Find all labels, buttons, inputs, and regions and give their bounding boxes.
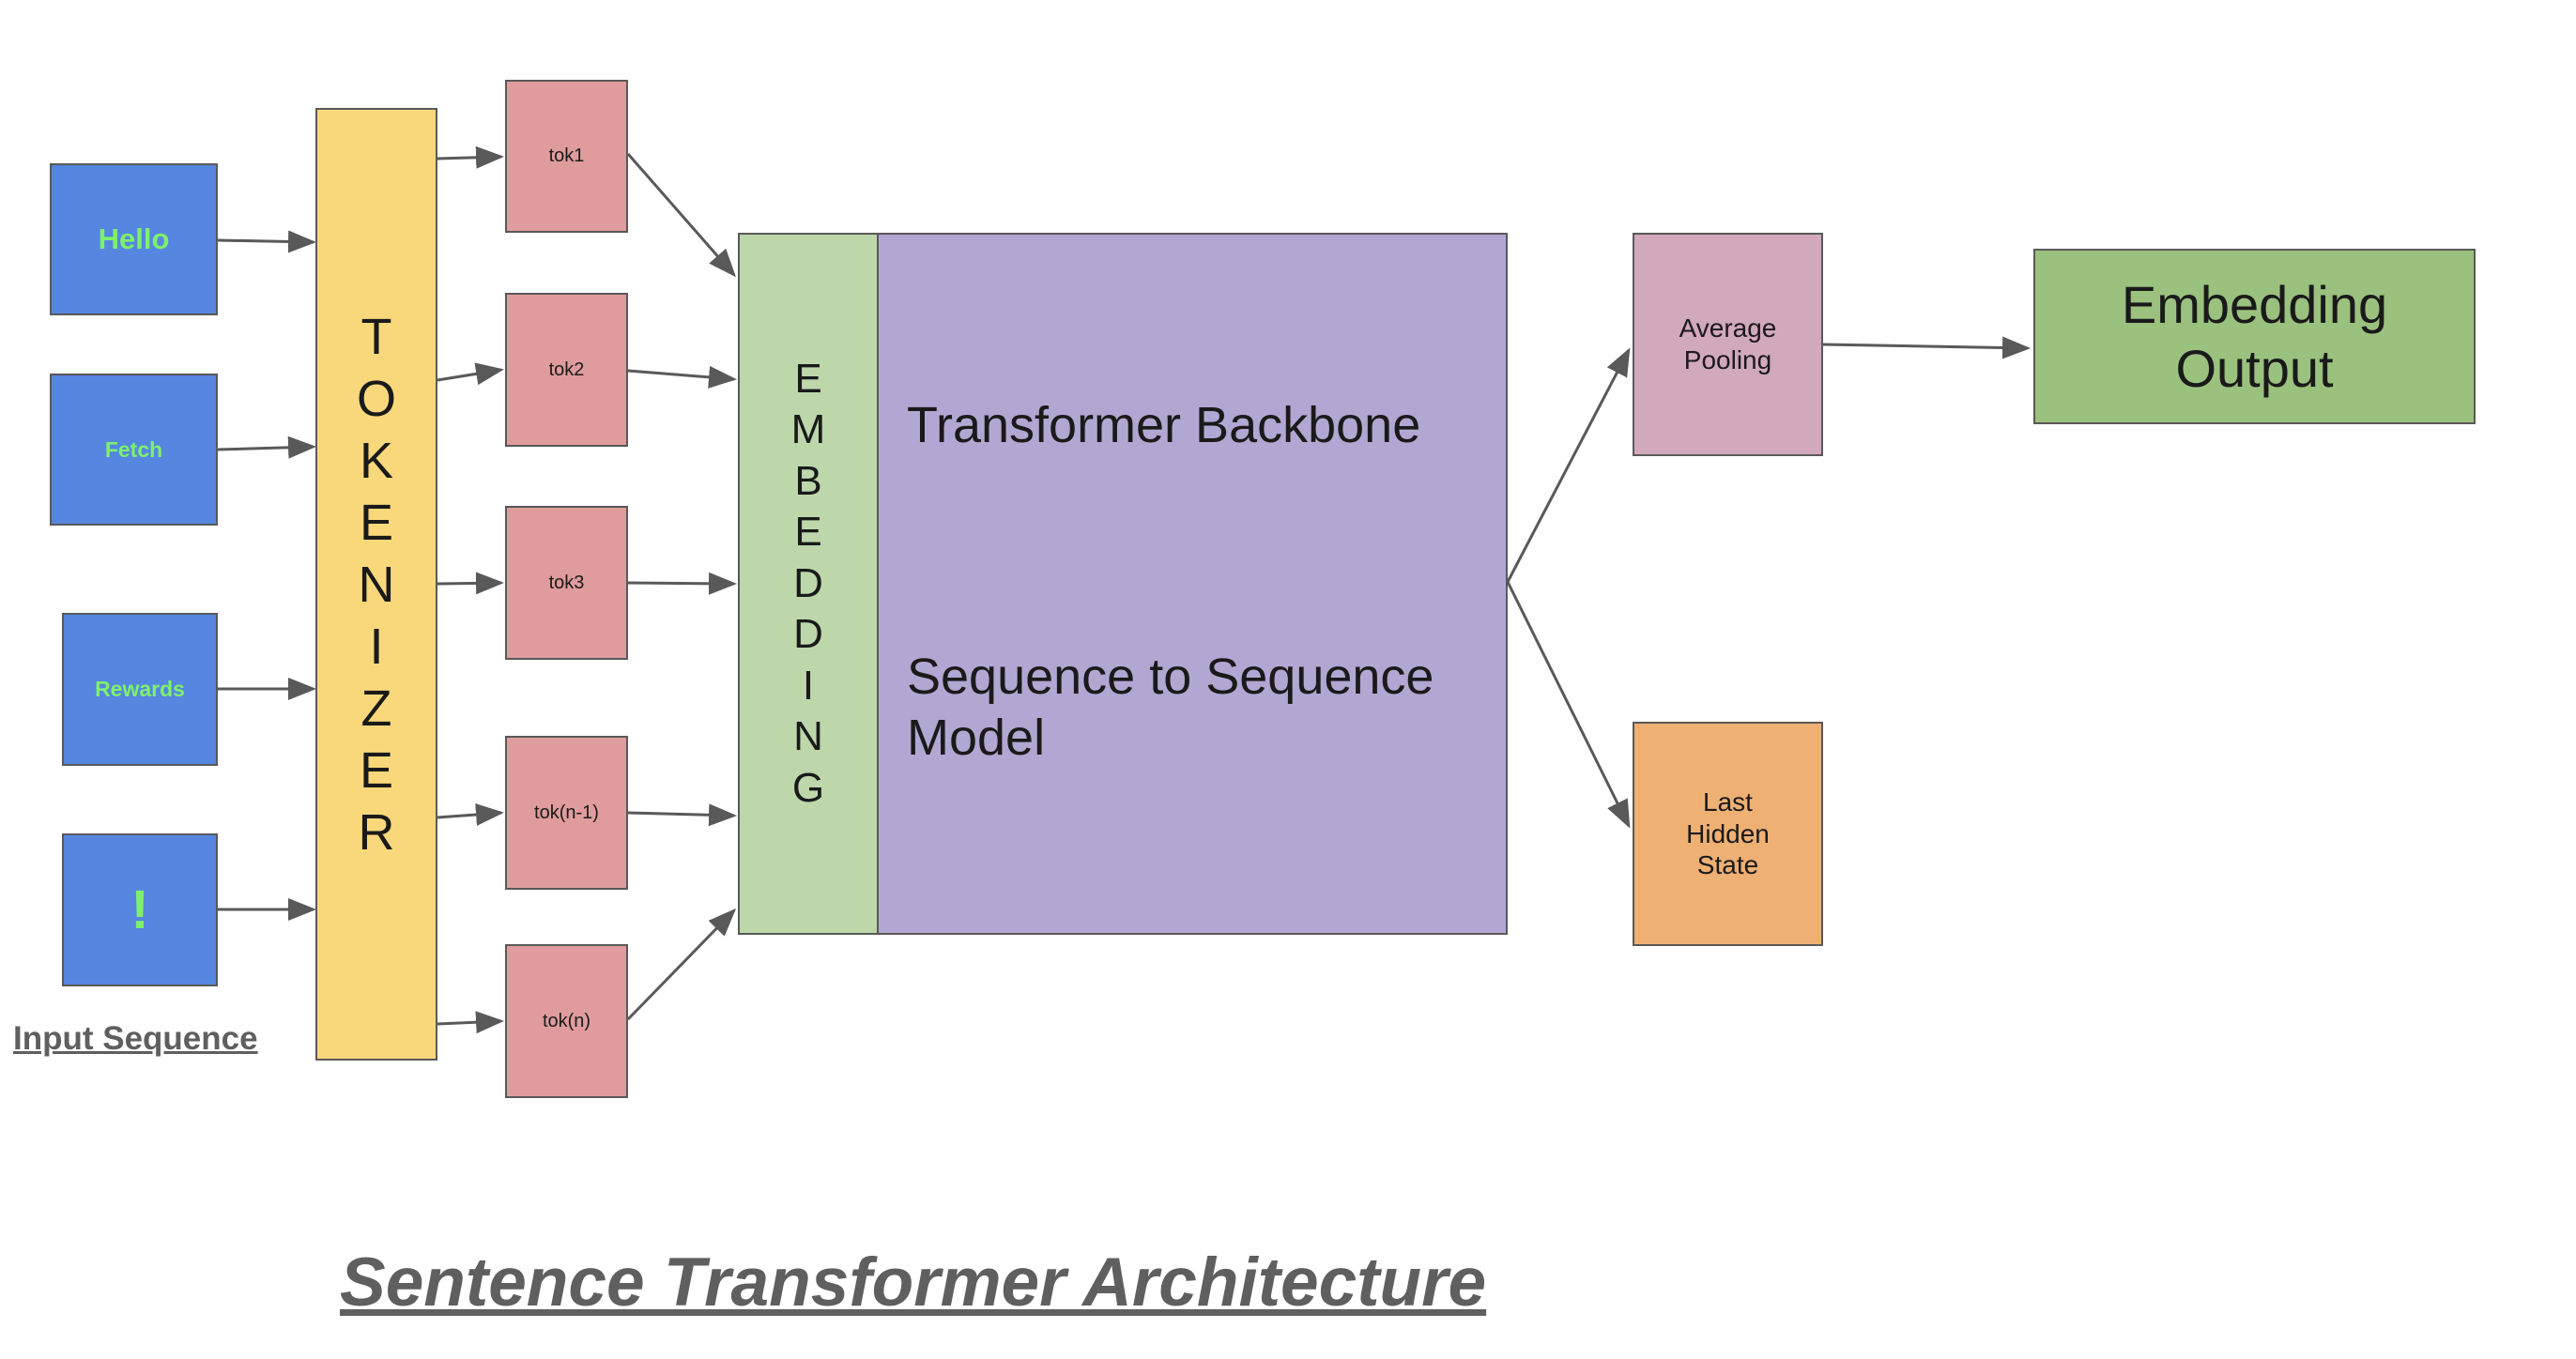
token-text-tokn1: tok(n-1) xyxy=(534,802,599,823)
input-text-rewards: Rewards xyxy=(95,677,185,701)
arrow-tok3-embedding xyxy=(627,572,737,595)
arrow-input-hello xyxy=(217,230,316,253)
tokenizer-letter: R xyxy=(358,803,395,861)
tokenizer-letter: T xyxy=(360,308,392,365)
token-box-tok1: tok1 xyxy=(505,80,628,233)
arrow-tokenizer-tokn1 xyxy=(437,803,504,826)
last-hidden-line2: Hidden xyxy=(1686,818,1770,848)
arrow-tok2-embedding xyxy=(627,365,737,389)
input-text-exclaim: ! xyxy=(130,879,149,940)
last-hidden-state-block: Last Hidden State xyxy=(1633,722,1823,946)
token-text-tok2: tok2 xyxy=(548,359,585,380)
input-sequence-caption: Input Sequence xyxy=(13,1020,258,1057)
arrow-average-output xyxy=(1822,336,2031,359)
embedding-letter: E xyxy=(794,509,822,556)
transformer-backbone-block: Transformer Backbone Sequence to Sequenc… xyxy=(877,233,1508,935)
embedding-letter: D xyxy=(793,611,823,658)
embedding-letter: D xyxy=(793,559,823,606)
embedding-letter: E xyxy=(794,355,822,402)
backbone-title: Transformer Backbone xyxy=(907,397,1421,453)
average-pooling-line2: Pooling xyxy=(1683,345,1772,374)
token-box-tokn1: tok(n-1) xyxy=(505,736,628,890)
token-box-tok3: tok3 xyxy=(505,506,628,660)
arrow-tok1-embedding xyxy=(626,153,736,278)
embedding-letter: M xyxy=(790,406,826,453)
last-hidden-line3: State xyxy=(1696,850,1759,880)
arrow-tokn-embedding xyxy=(626,908,737,1021)
average-pooling-block: Average Pooling xyxy=(1633,233,1823,456)
tokenizer-letter: E xyxy=(359,494,393,551)
arrow-tokenizer-tok3 xyxy=(437,572,504,595)
token-box-tokn: tok(n) xyxy=(505,944,628,1098)
token-text-tok1: tok1 xyxy=(548,145,585,166)
input-box-hello: Hello xyxy=(50,163,218,315)
arrow-tokenizer-tokn xyxy=(437,1011,504,1034)
tokenizer-letter: K xyxy=(359,432,393,489)
arrow-input-fetch xyxy=(217,435,316,459)
input-box-rewards: Rewards xyxy=(62,613,218,766)
input-box-exclaim: ! xyxy=(62,833,218,986)
embedding-letter: G xyxy=(791,764,825,811)
tokenizer-letter: I xyxy=(369,618,384,675)
tokenizer-letter: E xyxy=(359,741,393,799)
embedding-letter: B xyxy=(794,457,822,504)
average-pooling-line1: Average xyxy=(1679,313,1777,344)
token-text-tok3: tok3 xyxy=(548,572,585,593)
embedding-letter: I xyxy=(802,662,815,709)
arrow-tokenizer-tok2 xyxy=(437,362,504,386)
embedding-output-line1: Embedding xyxy=(2121,275,2388,335)
tokenizer-letter: N xyxy=(358,556,395,613)
arrow-tokn1-embedding xyxy=(627,803,737,827)
embedding-output-block: Embedding Output xyxy=(2033,249,2476,424)
last-hidden-line1: Last xyxy=(1703,787,1753,817)
input-box-fetch: Fetch xyxy=(50,374,218,526)
tokenizer-letter: O xyxy=(356,370,396,427)
arrow-backbone-average xyxy=(1506,347,1631,583)
backbone-subtitle-line2: Model xyxy=(907,710,1046,766)
embedding-output-line2: Output xyxy=(2175,338,2334,398)
embedding-letter: N xyxy=(793,713,823,760)
input-text-hello: Hello xyxy=(98,222,170,255)
backbone-subtitle-line1: Sequence to Sequence xyxy=(907,649,1434,705)
arrow-backbone-last xyxy=(1506,581,1631,829)
tokenizer-letter: Z xyxy=(360,680,392,737)
token-box-tok2: tok2 xyxy=(505,293,628,447)
input-text-fetch: Fetch xyxy=(104,436,163,462)
diagram-title: Sentence Transformer Architecture xyxy=(340,1244,1487,1321)
arrow-tokenizer-tok1 xyxy=(437,145,504,169)
token-text-tokn: tok(n) xyxy=(542,1010,591,1031)
